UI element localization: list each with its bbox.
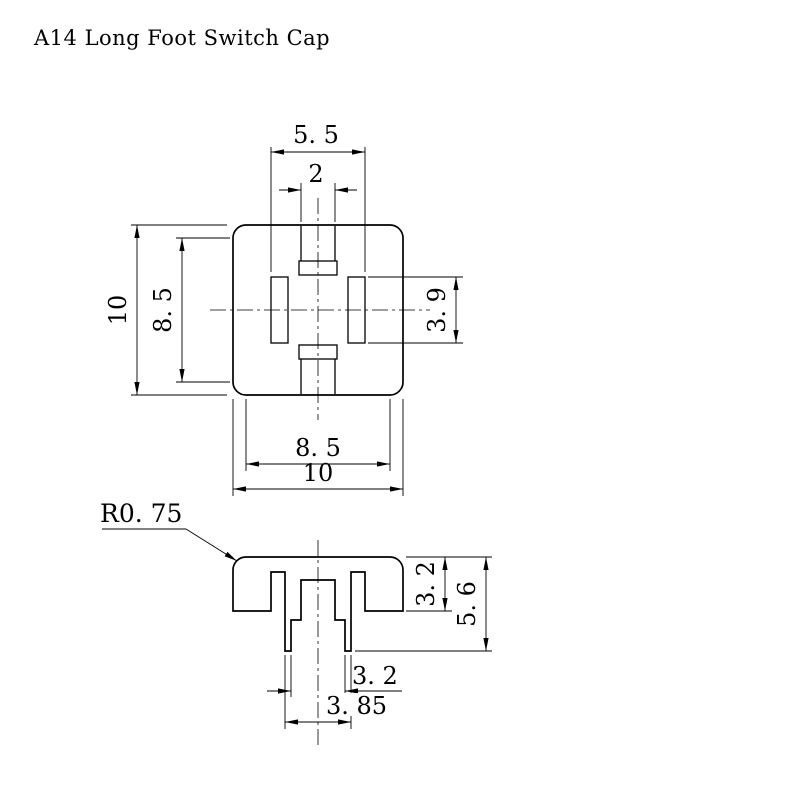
dim-rib-length: 3. 9 xyxy=(368,276,463,344)
dim-slot-width: 2 xyxy=(279,160,357,222)
dim-label-corner-radius: R0. 75 xyxy=(100,499,182,528)
dim-label-outer-height: 10 xyxy=(104,295,132,326)
dim-outer-width: 10 xyxy=(232,399,404,496)
dim-stem-width: 3. 85 xyxy=(284,655,394,729)
dim-label-rib-length: 3. 9 xyxy=(423,287,451,333)
dim-label-flange-thickness: 3. 2 xyxy=(412,561,440,607)
dim-overall-height: 5. 6 xyxy=(355,557,492,652)
dim-label-slot-span: 5. 5 xyxy=(293,121,339,149)
top-view xyxy=(210,198,430,420)
dim-label-hole-width: 3. 2 xyxy=(352,662,398,690)
cap-outline xyxy=(232,224,404,396)
drawing-title: A14 Long Foot Switch Cap xyxy=(34,26,331,50)
dim-label-outer-width: 10 xyxy=(303,459,334,487)
dim-text-backing xyxy=(322,693,394,716)
radius-callout: R0. 75 xyxy=(100,499,238,562)
cap-cross-section xyxy=(232,556,404,652)
dim-inner-height: 8. 5 xyxy=(149,237,230,383)
section-view xyxy=(232,540,404,745)
left-rib xyxy=(270,276,289,344)
right-rib xyxy=(347,276,366,344)
dim-slot-span: 5. 5 xyxy=(270,121,366,272)
dim-label-inner-height: 8. 5 xyxy=(149,287,177,333)
dim-label-overall-height: 5. 6 xyxy=(453,581,481,627)
dim-label-slot-width: 2 xyxy=(308,160,323,188)
dim-outer-height: 10 xyxy=(104,224,227,396)
bottom-foot xyxy=(298,344,338,360)
dim-label-stem-width: 3. 85 xyxy=(326,692,387,720)
top-foot xyxy=(298,260,338,276)
dim-label-inner-width: 8. 5 xyxy=(295,434,341,462)
dim-inner-width: 8. 5 xyxy=(245,399,391,471)
dim-hole-width: 3. 2 xyxy=(267,655,402,697)
dim-flange-thickness: 3. 2 xyxy=(406,556,492,612)
